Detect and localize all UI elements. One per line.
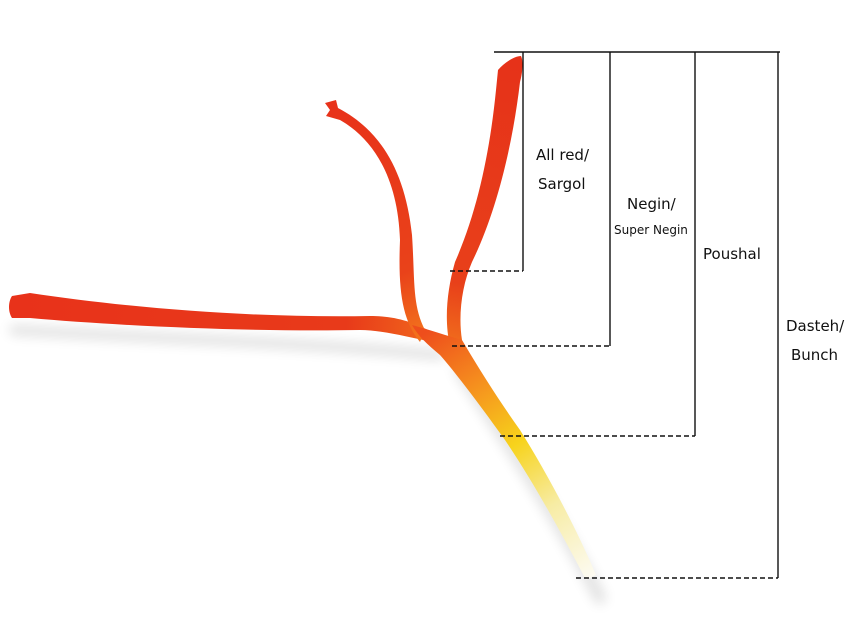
stigma-middle [325, 100, 425, 342]
negin-label-line2: Super Negin [614, 223, 688, 237]
grade-labels: All red/ Sargol Negin/ Super Negin Poush… [536, 146, 845, 364]
sargol-label-line1: All red/ [536, 146, 590, 164]
saffron-thread [9, 56, 596, 580]
measurement-guides [450, 51, 780, 579]
dasteh-label-line1: Dasteh/ [786, 317, 845, 335]
stigma-left [9, 293, 432, 342]
poushal-label: Poushal [703, 245, 761, 263]
sargol-label-line2: Sargol [538, 175, 585, 193]
negin-label-line1: Negin/ [627, 195, 677, 213]
stigma-right [446, 56, 523, 346]
thread-shadows [9, 325, 606, 604]
dasteh-label-line2: Bunch [791, 346, 838, 364]
style-stem [412, 325, 596, 580]
